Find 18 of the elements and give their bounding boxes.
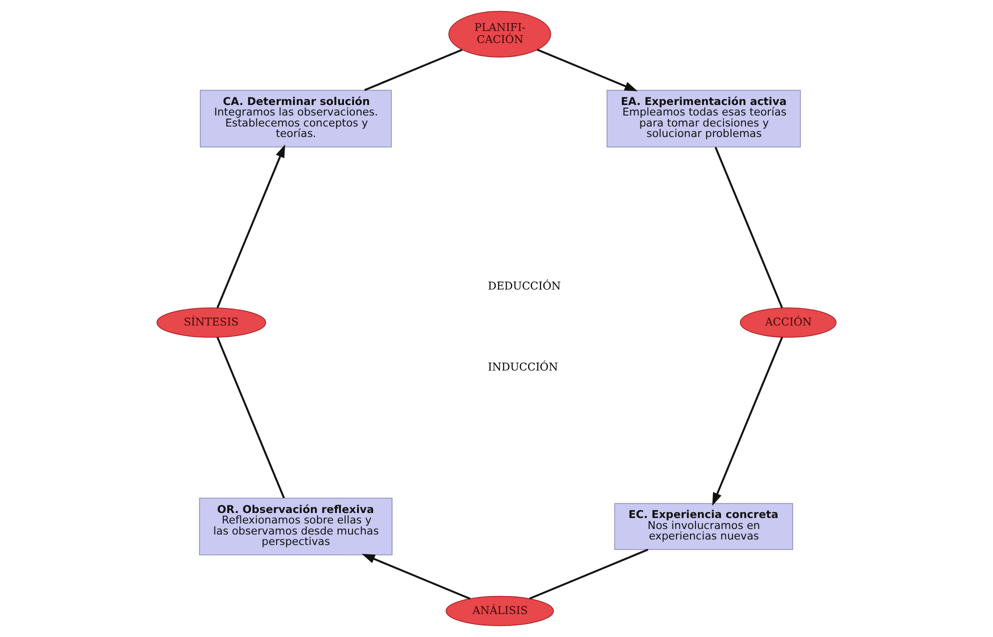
node-ellipse: ANÁLISIS <box>446 596 554 626</box>
arrow <box>536 48 638 92</box>
node-box: EC. Experiencia concreta Nos involucramos en experiencias nuevas <box>614 503 794 550</box>
node-ellipse: PLANIFI- CACIÓN <box>448 10 552 58</box>
arrow <box>362 554 470 600</box>
connector <box>529 548 648 600</box>
label: DEDUCCIÓN <box>488 279 561 292</box>
connector <box>216 336 285 498</box>
arrow <box>712 336 783 506</box>
node-ellipse: ACCIÓN <box>740 307 836 338</box>
label: INDUCCIÓN <box>488 360 558 374</box>
node-ellipse: SÍNTESIS <box>156 307 266 338</box>
arrow <box>216 144 286 308</box>
connector <box>364 48 463 92</box>
node-box: CA. Determinar solución Integramos las observaciones. Establecemos conceptos y teorías. <box>200 90 392 148</box>
node-box: OR. Observación reflexiva Reflexionamos sobre ellas y las observamos desde muchas perspectivas <box>199 498 392 556</box>
node-box: EA. Experimentación activa Empleamos todas esas teorías para tomar decisiones y solucionar problemas <box>606 90 801 148</box>
connector <box>714 146 783 308</box>
